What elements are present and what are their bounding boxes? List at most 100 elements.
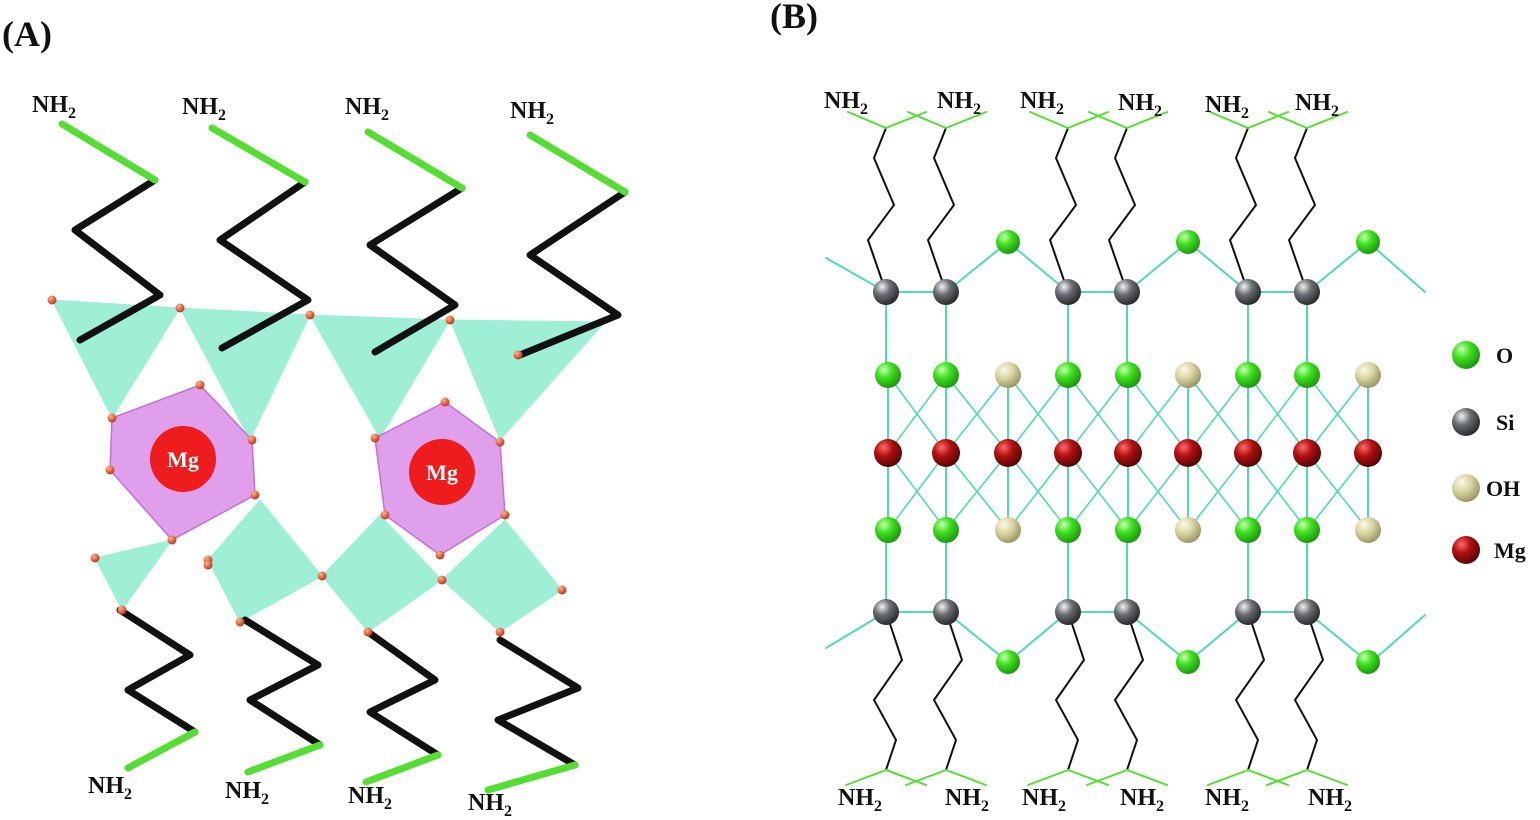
magnesium-atom <box>1354 439 1382 467</box>
oxygen-atom <box>1176 650 1200 674</box>
oxygen-atom <box>1235 362 1261 388</box>
magnesium-atom <box>932 439 960 467</box>
organic-chain <box>1048 127 1078 293</box>
silicon-swatch <box>1452 408 1480 436</box>
panel-a-label: (A) <box>2 14 52 54</box>
legend-label: OH <box>1486 476 1520 501</box>
amine-bond <box>907 111 947 129</box>
oxygen-atom <box>996 650 1020 674</box>
magnesium-atom <box>1054 439 1082 467</box>
legend-item-o: O <box>1452 341 1513 369</box>
organic-chain <box>932 611 964 771</box>
amine-bond <box>1207 769 1249 786</box>
amine-bond <box>945 769 987 786</box>
vertex-atoms-a <box>47 295 567 637</box>
silicon-atom <box>1055 599 1081 625</box>
amine-bond <box>58 120 159 184</box>
organic-chain <box>926 127 956 293</box>
bond <box>1247 374 1308 454</box>
tetrahedron <box>449 319 607 441</box>
atoms-b <box>873 230 1382 674</box>
bond <box>1306 452 1369 531</box>
vertex-atom <box>445 315 455 325</box>
alkyl-chain <box>71 176 164 344</box>
silicon-atom <box>1114 599 1140 625</box>
alkyl-chain <box>241 616 324 749</box>
alkyl-chain <box>216 178 312 352</box>
organic-chain <box>1234 611 1266 771</box>
vertex-atom <box>370 433 380 443</box>
bond <box>1367 241 1426 293</box>
mg-label: Mg <box>167 447 199 472</box>
oxygen-atom <box>875 517 901 543</box>
amine-label: NH2 <box>32 92 76 122</box>
amine-label: NH2 <box>1205 92 1249 122</box>
oxygen-atom <box>1055 362 1081 388</box>
alkyl-chain <box>494 636 582 769</box>
bond <box>1187 452 1249 531</box>
bond <box>1007 452 1069 531</box>
oxygen-atom <box>996 230 1020 254</box>
alkyl-chain <box>516 188 629 359</box>
amine-label: NH2 <box>182 94 226 124</box>
legend: O Si OH Mg <box>1452 341 1526 564</box>
amine-label: NH2 <box>510 98 554 128</box>
tetrahedron <box>94 539 174 611</box>
vertex-atom <box>203 560 213 570</box>
bond <box>887 374 947 454</box>
silicon-atom <box>1114 279 1140 305</box>
amine-bond <box>885 111 927 129</box>
vertex-atom <box>380 510 390 520</box>
vertex-atom <box>495 437 505 447</box>
vertex-atom <box>195 380 205 390</box>
amine-bond <box>124 728 199 772</box>
organic-chains-b <box>845 111 1348 786</box>
bond <box>1126 611 1189 663</box>
bond <box>945 452 1009 531</box>
bond <box>1067 374 1129 454</box>
organic-chain <box>1107 127 1137 293</box>
silicon-atom <box>1294 599 1320 625</box>
legend-item-mg: Mg <box>1452 536 1526 564</box>
amine-label: NH2 <box>345 94 389 124</box>
vertex-atom <box>440 397 450 407</box>
hydroxyl-atom <box>995 362 1021 388</box>
oxygen-atom <box>1294 517 1320 543</box>
alkyl-chain <box>364 628 442 759</box>
amine-bond <box>885 769 927 786</box>
vertex-atom <box>107 413 117 423</box>
vertex-atom <box>557 585 567 595</box>
magnesium-swatch <box>1452 536 1480 564</box>
amine-label: NH2 <box>1205 785 1249 815</box>
amine-bond <box>1209 111 1249 129</box>
bond <box>887 452 947 531</box>
vertex-atom <box>90 553 100 563</box>
panel-a: (A) Mg Mg NH2 NH2 NH2 NH2 NH2 NH2 NH2 NH… <box>2 14 629 820</box>
bond <box>1306 241 1369 293</box>
oxygen-atom <box>875 362 901 388</box>
magnesium-atom <box>1293 439 1321 467</box>
amine-bond <box>1247 769 1289 786</box>
amine-bond <box>905 769 947 786</box>
organic-chain <box>1293 611 1325 771</box>
oxygen-atom <box>1356 230 1380 254</box>
amine-bond <box>1247 111 1289 129</box>
organic-chain <box>1287 127 1317 293</box>
vertex-atom <box>47 295 57 305</box>
organic-chain <box>1054 611 1086 771</box>
alkyl-chain <box>116 606 199 736</box>
bond <box>1007 611 1069 663</box>
bond <box>1126 241 1189 293</box>
bond <box>1187 241 1249 293</box>
silicon-atom <box>873 279 899 305</box>
magnesium-atom <box>1114 439 1142 467</box>
amine-label: NH2 <box>348 783 392 813</box>
amine-bond <box>1126 111 1168 129</box>
amine-bond <box>1067 111 1109 129</box>
amine-label: NH2 <box>937 88 981 118</box>
bond <box>1306 611 1369 663</box>
amine-label: NH2 <box>1295 90 1339 120</box>
mg-disk <box>150 426 216 492</box>
amine-label: NH2 <box>88 773 132 803</box>
